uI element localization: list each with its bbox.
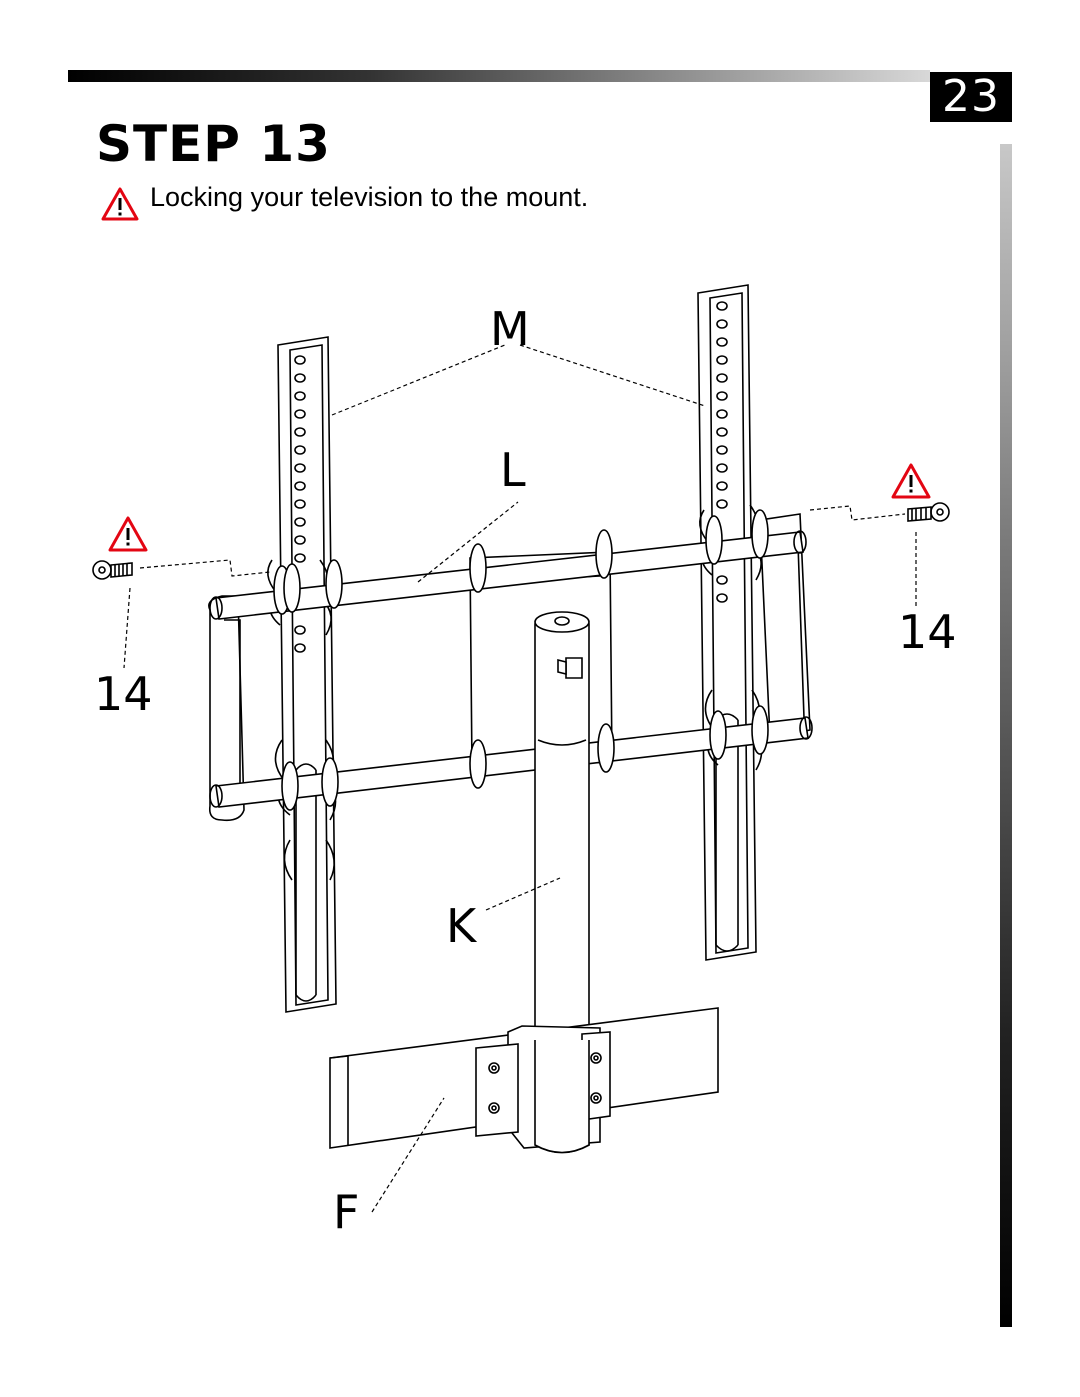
left-bracket-holes — [294, 355, 306, 653]
base-foot — [329, 1007, 719, 1154]
left-vertical-bracket — [267, 336, 337, 1013]
label-screw-left: 14 — [94, 667, 153, 721]
leader-lines — [123, 344, 917, 1213]
label-m: M — [490, 302, 530, 356]
label-f: F — [333, 1185, 359, 1239]
right-bracket-holes — [716, 301, 728, 603]
warning-icon — [108, 516, 148, 552]
vertical-post — [534, 611, 590, 1154]
step-title: STEP 13 — [96, 115, 331, 173]
warning-icon — [101, 187, 139, 221]
step-subtitle: Locking your television to the mount. — [150, 182, 589, 212]
page-number: 23 — [930, 72, 1012, 122]
screw-icon — [907, 502, 950, 522]
side-rule — [1000, 144, 1012, 1327]
warning-icon — [891, 463, 931, 499]
header-rule — [68, 70, 930, 82]
screw-icon — [92, 560, 133, 580]
label-l: L — [500, 443, 526, 497]
label-k: K — [446, 899, 478, 953]
label-screw-right: 14 — [898, 605, 957, 659]
right-vertical-bracket — [697, 284, 763, 961]
bar-clamps — [273, 509, 769, 811]
